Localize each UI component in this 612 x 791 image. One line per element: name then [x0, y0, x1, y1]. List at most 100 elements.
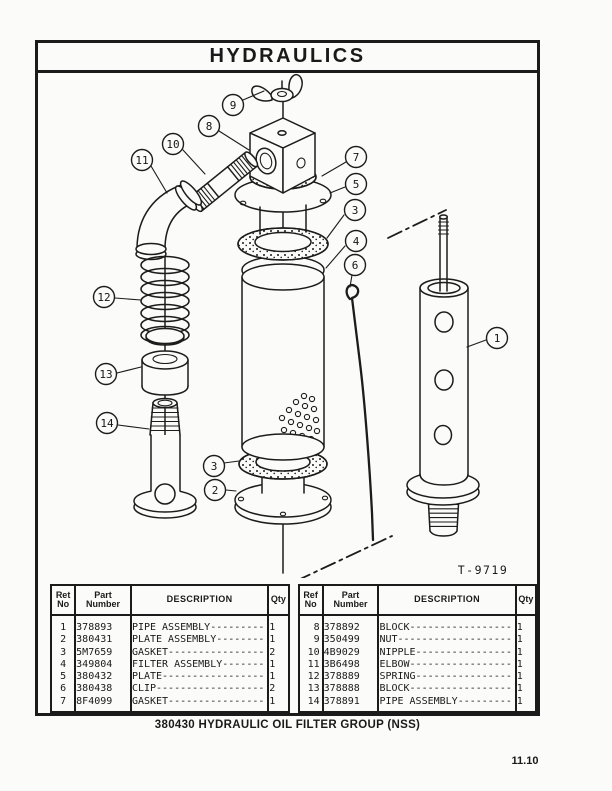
part-13-block	[141, 350, 189, 396]
part-5-plate	[234, 177, 332, 235]
cell-ref: 12	[307, 671, 320, 683]
cell-desc: PLATE ASSEMBLY--------	[129, 634, 269, 647]
table-row: 3 5M7659 GASKET---------------- 2	[51, 646, 289, 659]
table-row: 5 380432 PLATE----------------- 1	[51, 671, 289, 684]
cell-qty: 1	[267, 615, 289, 635]
page-number: 11.10	[511, 755, 539, 767]
figure-id: T-9719	[457, 563, 509, 577]
part-14-pipe-assembly	[133, 397, 197, 519]
parts-table-left: Ret No Part Number DESCRIPTION Qty 1	[50, 584, 290, 714]
part-1-hole	[434, 311, 454, 333]
table-row: 9 350499 NUT------------------- 1	[299, 634, 536, 647]
part-6-clip	[345, 283, 375, 542]
callout-9: 9	[221, 90, 265, 117]
cell-part: 380432	[74, 671, 131, 684]
cell-ref: 1	[60, 622, 67, 633]
cell-qty: 1	[267, 634, 289, 647]
callout-8: 8	[197, 114, 250, 151]
cell-qty: 2	[267, 646, 289, 659]
part-9-wing-nut	[251, 74, 303, 103]
cell-qty: 1	[514, 658, 536, 672]
callout-5: 5	[329, 172, 368, 196]
svg-text:4: 4	[353, 235, 360, 248]
cell-part: 378891	[321, 695, 379, 713]
callout-6: 6	[343, 253, 367, 288]
callout-10: 10	[161, 132, 206, 175]
cell-ref: 2	[60, 634, 67, 646]
svg-text:9: 9	[230, 99, 237, 112]
svg-text:10: 10	[166, 138, 179, 151]
svg-text:8: 8	[206, 120, 213, 133]
cell-ref: 11	[307, 658, 320, 670]
svg-text:13: 13	[99, 368, 112, 381]
cell-ref: 10	[307, 646, 320, 658]
page-title: HYDRAULICS	[209, 45, 366, 67]
cell-desc: NUT-------------------	[377, 634, 516, 647]
cell-part: 378888	[321, 683, 379, 696]
callout-7: 7	[321, 145, 368, 177]
part-1-flange	[406, 471, 480, 506]
svg-text:7: 7	[353, 151, 360, 164]
cell-part: 8F4099	[74, 695, 131, 713]
cell-desc: PIPE ASSEMBLY---------	[129, 615, 269, 635]
cell-part: 349804	[74, 658, 131, 672]
svg-text:6: 6	[352, 259, 359, 272]
callout-4: 4	[325, 229, 368, 269]
cell-ref: 14	[307, 695, 320, 707]
cell-qty: 1	[514, 615, 536, 635]
parts-tables: Ret No Part Number DESCRIPTION Qty 1	[50, 584, 537, 714]
cell-desc: GASKET----------------	[129, 695, 269, 713]
svg-text:5: 5	[353, 178, 360, 191]
part-14-threads	[149, 397, 181, 436]
part-1-pipe-assembly	[406, 214, 480, 537]
cell-qty: 1	[267, 658, 289, 672]
part-4-filter-assembly	[241, 255, 325, 461]
table-row: 12 378889 SPRING---------------- 1	[299, 671, 536, 684]
part-14-hole	[154, 483, 176, 505]
callout-3-lower: 3	[202, 454, 240, 478]
table-row: 13 378888 BLOCK----------------- 1	[299, 683, 536, 696]
cell-ref: 3	[60, 646, 67, 658]
spring-seat-disc	[145, 327, 185, 346]
cell-qty: 1	[267, 695, 289, 713]
svg-text:3: 3	[352, 204, 359, 217]
callout-14: 14	[95, 411, 150, 435]
col-header-desc: DESCRIPTION	[129, 585, 269, 616]
cell-desc: FILTER ASSEMBLY-------	[129, 658, 269, 672]
cell-part: 378892	[321, 615, 379, 635]
table-header-row: Ref No Part Number DESCRIPTION Qty	[298, 585, 536, 616]
cell-part: 350499	[321, 634, 379, 647]
table-row: 7 8F4099 GASKET---------------- 1	[51, 695, 289, 713]
cell-ref: 9	[313, 634, 320, 646]
part-8-block	[249, 117, 316, 194]
callout-11: 11	[130, 148, 168, 194]
cell-ref: 7	[60, 695, 67, 707]
cell-part: 380431	[74, 634, 131, 647]
col-header-desc: DESCRIPTION	[377, 585, 516, 616]
cell-qty: 1	[267, 671, 289, 684]
col-header-qty: Qty	[514, 585, 536, 616]
cell-ref: 5	[60, 671, 67, 683]
cell-desc: BLOCK-----------------	[377, 683, 516, 696]
callout-2: 2	[203, 478, 237, 502]
cell-desc: NIPPLE----------------	[377, 646, 516, 659]
svg-text:1: 1	[494, 332, 501, 345]
svg-text:12: 12	[97, 291, 110, 304]
callout-1: 1	[466, 326, 509, 350]
cell-part: 3B6498	[321, 658, 379, 672]
content-frame: HYDRAULICS	[35, 40, 540, 716]
callout-3-upper: 3	[326, 198, 367, 239]
cell-qty: 1	[514, 646, 536, 659]
table-header-row: Ret No Part Number DESCRIPTION Qty	[51, 585, 289, 616]
cell-desc: ELBOW-----------------	[377, 658, 516, 672]
col-header-part: Part Number	[321, 585, 379, 616]
cell-part: 378893	[74, 615, 131, 635]
table-row: 11 3B6498 ELBOW----------------- 1	[299, 658, 536, 672]
cell-part: 378889	[321, 671, 379, 684]
figure-caption: 380430 HYDRAULIC OIL FILTER GROUP (NSS)	[154, 719, 421, 731]
part-11-elbow	[135, 180, 203, 261]
cell-desc: SPRING----------------	[377, 671, 516, 684]
part-1-body	[419, 278, 469, 486]
cell-part: 380438	[74, 683, 131, 696]
